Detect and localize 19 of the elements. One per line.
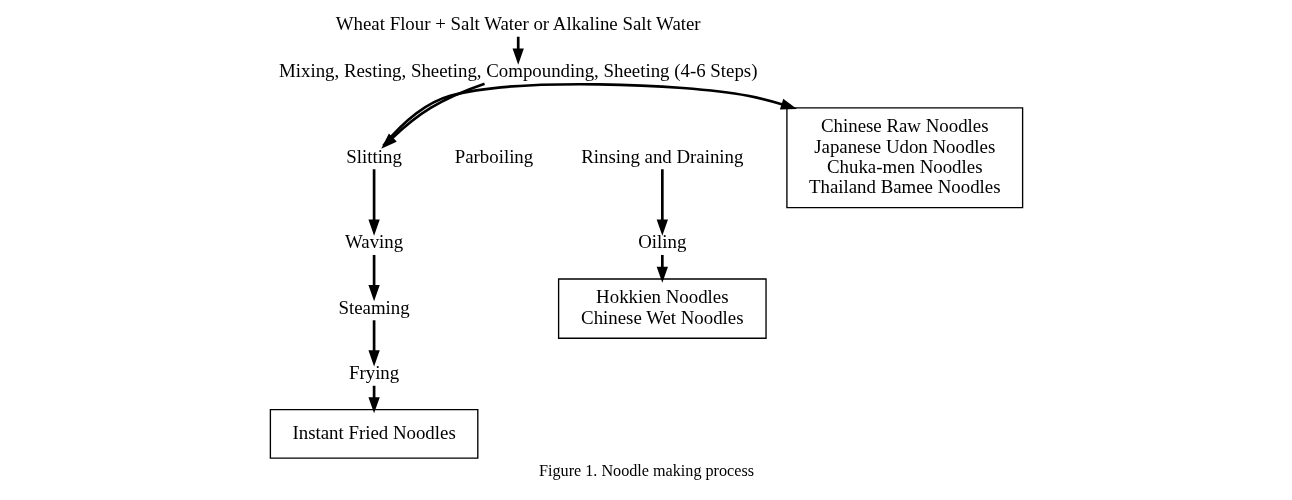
node-text: Oiling [637, 231, 686, 253]
arrow [367, 254, 380, 302]
node-box: Instant Fried Noodles [269, 408, 478, 459]
node-box: Chinese Raw Noodles Japanese Udon Noodles Chuka-men Noodles Thailand Bamee Noodles [785, 107, 1023, 209]
node-text: Frying [348, 361, 399, 383]
arrow [367, 169, 380, 236]
arrow [512, 36, 524, 65]
node-text: Mixing, Resting, Sheeting, Compounding, Sheeting (4-6 Steps) [278, 60, 757, 82]
node-box: Hokkien Noodles Chinese Wet Noodles [557, 278, 767, 339]
node-text: Wheat Flour + Salt Water or Alkaline Salt Water [335, 13, 701, 35]
arrow [367, 320, 380, 367]
node-text: Steaming [338, 296, 410, 318]
arrow [656, 169, 668, 236]
node-text: Rinsing and Draining [580, 145, 743, 167]
node-text: Slitting [345, 145, 402, 167]
node-text: Parboiling [454, 145, 533, 167]
caption: Figure 1. Noodle making process [538, 462, 754, 480]
node-text: Waving [344, 231, 403, 253]
arrow [656, 254, 668, 283]
